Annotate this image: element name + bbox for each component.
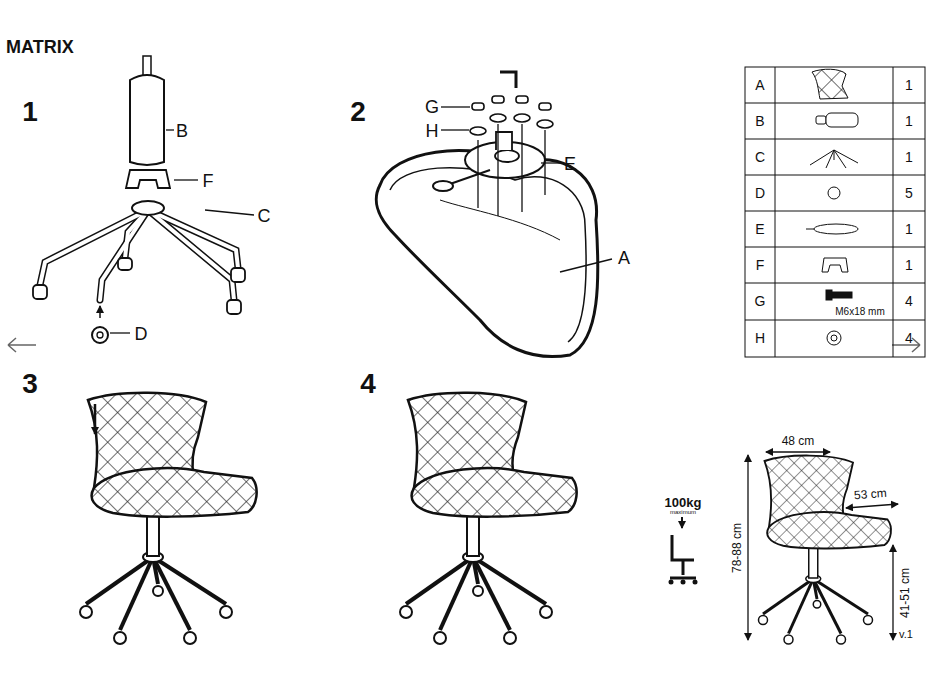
table-cell: B <box>755 114 764 128</box>
table-cell: C <box>755 150 765 164</box>
diagram-title: MATRIX <box>6 38 74 56</box>
part-letter: H <box>426 122 439 140</box>
part-letter: E <box>564 155 576 173</box>
dimension-label: 53 cm <box>853 487 886 501</box>
table-cell: 4 <box>905 331 913 345</box>
table-cell: 1 <box>905 222 913 236</box>
table-cell: 5 <box>905 186 913 200</box>
table-cell: 4 <box>905 294 913 308</box>
table-cell: 1 <box>905 150 913 164</box>
table-cell: E <box>755 222 764 236</box>
table-cell: A <box>755 78 764 92</box>
dimension-label: 41-51 cm <box>899 568 911 618</box>
table-cell: M6x18 mm <box>835 307 884 317</box>
part-letter: B <box>176 122 188 140</box>
dimension-label: 48 cm <box>782 435 815 447</box>
step-number: 3 <box>22 370 38 398</box>
table-cell: D <box>755 186 765 200</box>
load-limit-note: maximum <box>670 509 696 515</box>
table-cell: G <box>755 294 766 308</box>
table-cell: 1 <box>905 114 913 128</box>
table-cell: H <box>755 331 765 345</box>
part-letter: D <box>135 325 148 343</box>
dimension-label: 78-88 cm <box>731 523 743 573</box>
version-label: v.1 <box>899 629 913 640</box>
table-cell: 1 <box>905 258 913 272</box>
part-letter: A <box>618 249 630 267</box>
step-number: 4 <box>360 370 376 398</box>
table-cell: F <box>756 258 765 272</box>
part-letter: G <box>425 98 439 116</box>
step-number: 1 <box>22 98 38 126</box>
step-number: 2 <box>350 98 366 126</box>
part-letter: C <box>258 207 271 225</box>
load-limit: 100kg <box>665 496 702 509</box>
table-cell: 1 <box>905 78 913 92</box>
part-letter: F <box>203 172 214 190</box>
